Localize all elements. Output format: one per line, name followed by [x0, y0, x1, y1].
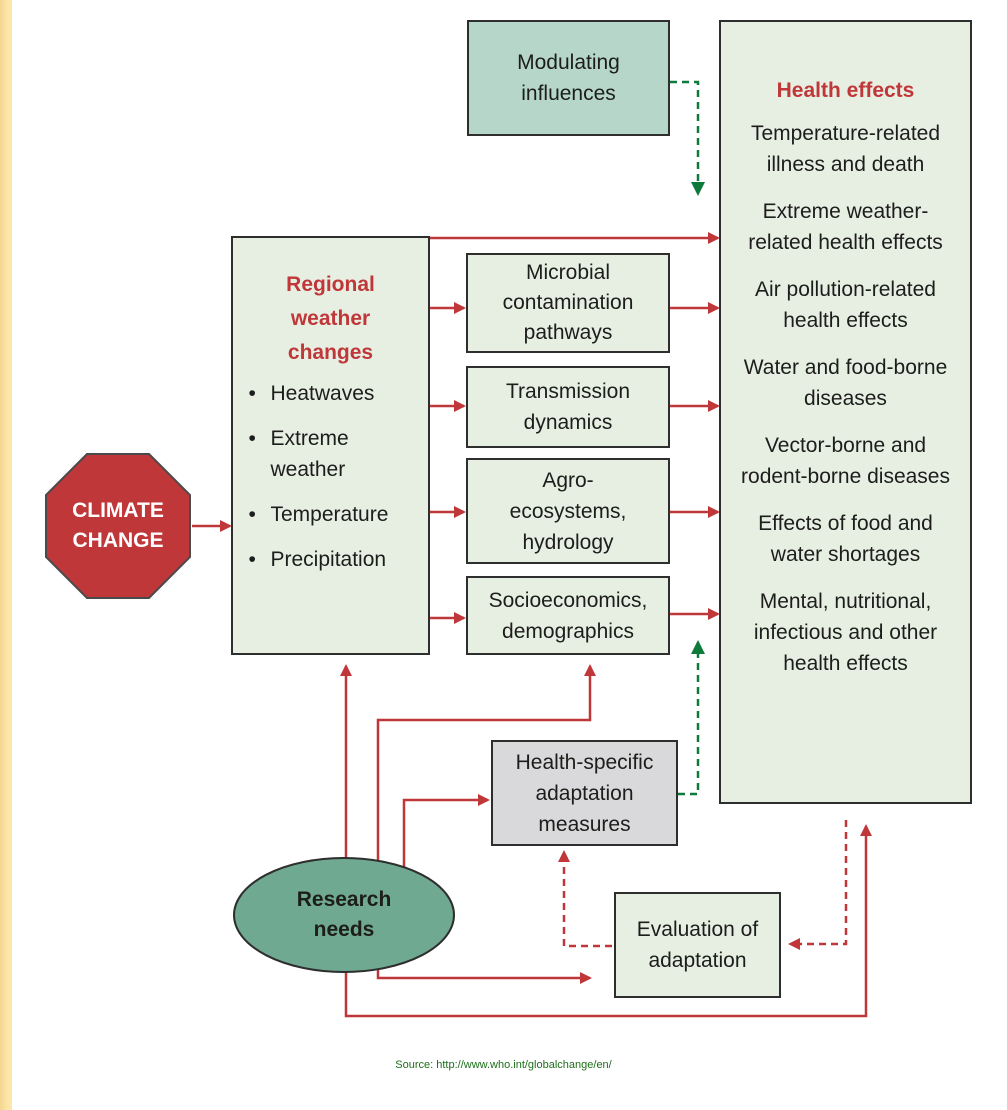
climate-label-line1: CLIMATE: [72, 499, 164, 522]
bullet-item: Extreme weather: [249, 423, 419, 485]
health-effects-title: Health effects: [776, 79, 915, 102]
transmission-line2: dynamics: [523, 411, 613, 434]
health-effect-item: Extreme weather-related health effects: [748, 200, 943, 254]
socio-line2: demographics: [502, 619, 634, 643]
modulating-influences-box: Modulating influences: [467, 20, 670, 136]
octagon-shape: [45, 453, 191, 599]
health-effect-item: Temperature-related illness and death: [750, 122, 941, 176]
socio-line1: Socioeconomics,: [488, 588, 648, 612]
adaptation-line1: Health-specific: [515, 750, 654, 774]
evaluation-line2: adaptation: [648, 949, 747, 972]
arrow-research-to-health: [344, 824, 872, 1018]
modulating-line2: influences: [521, 82, 616, 105]
health-effects-box: Health effects Temperature-related illne…: [719, 20, 972, 804]
adaptation-line3: measures: [538, 812, 631, 836]
oval-shape: [233, 857, 455, 973]
regional-title-line3: changes: [287, 341, 374, 364]
transmission-dynamics-box: Transmission dynamics: [466, 366, 670, 448]
research-line1: Research: [296, 888, 392, 911]
agro-line1: Agro-: [542, 468, 594, 492]
climate-change-octagon: CLIMATE CHANGE: [44, 452, 192, 600]
regional-title-line2: weather: [290, 307, 371, 330]
arrow-research-to-evaluation: [376, 968, 592, 984]
health-effect-item: Air pollution-related health effects: [755, 278, 936, 332]
arrow-research-to-adaptation: [402, 794, 490, 872]
health-effect-item: Effects of food and water shortages: [758, 512, 933, 566]
arrow-evaluation-to-adaptation: [558, 850, 612, 948]
adaptation-line2: adaptation: [535, 781, 634, 805]
socioeconomics-box: Socioeconomics, demographics: [466, 576, 670, 655]
adaptation-measures-box: Health-specific adaptation measures: [491, 740, 678, 846]
regional-weather-box: Regional weather changes Heatwaves Extre…: [231, 236, 430, 655]
bullet-item: Heatwaves: [249, 378, 419, 409]
health-effect-item: Mental, nutritional, infectious and othe…: [753, 590, 938, 675]
transmission-line1: Transmission: [505, 380, 631, 403]
research-needs-oval: Research needs: [232, 856, 456, 974]
research-line2: needs: [313, 918, 375, 941]
health-effect-item: Water and food-borne diseases: [743, 356, 948, 410]
microbial-line2: contamination: [502, 291, 634, 314]
microbial-pathways-box: Microbial contamination pathways: [466, 253, 670, 353]
microbial-line3: pathways: [523, 321, 613, 344]
regional-bullet-list: Heatwaves Extreme weather Temperature Pr…: [243, 378, 419, 575]
regional-title-line1: Regional: [286, 273, 375, 296]
agro-ecosystems-box: Agro- ecosystems, hydrology: [466, 458, 670, 564]
arrow-research-to-socio: [376, 664, 596, 870]
agro-line2: ecosystems,: [509, 499, 627, 523]
modulating-line1: Modulating: [517, 51, 620, 74]
arrow-adaptation-to-health: [678, 640, 705, 796]
arrow-modulating-to-health: [670, 80, 705, 196]
evaluation-line1: Evaluation of: [636, 918, 759, 941]
bullet-item: Precipitation: [249, 544, 419, 575]
evaluation-box: Evaluation of adaptation: [614, 892, 781, 998]
climate-label-line2: CHANGE: [72, 529, 164, 552]
bullet-item: Temperature: [249, 499, 419, 530]
microbial-line1: Microbial: [525, 261, 611, 284]
arrow-health-to-evaluation: [788, 820, 848, 950]
source-credit: Source: http://www.who.int/globalchange/…: [395, 1059, 612, 1071]
health-effect-item: Vector-borne and rodent-borne diseases: [741, 434, 950, 488]
agro-line3: hydrology: [522, 530, 614, 554]
